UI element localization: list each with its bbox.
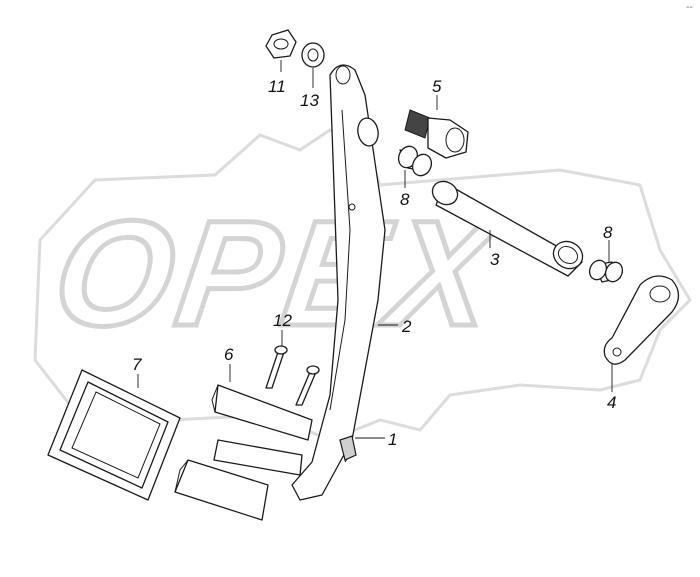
watermark-text: OPEX: [45, 190, 512, 357]
callout-5: 5: [432, 77, 442, 96]
callout-11: 11: [268, 77, 286, 96]
leader-lines: [137, 60, 613, 439]
callout-6: 6: [224, 345, 234, 364]
part-5-bolt: [404, 109, 469, 159]
callout-7: 7: [132, 355, 142, 374]
callout-8-lower: 8: [603, 223, 613, 242]
part-3-shaft: [431, 180, 584, 277]
part-1-stud: [339, 435, 357, 461]
part-12-bolts: [265, 345, 320, 406]
callout-13: 13: [300, 91, 319, 110]
part-11-nut: [265, 29, 297, 59]
part-2-pedal-arm: [291, 64, 386, 501]
corner-mark: --: [686, 2, 693, 13]
callout-labels: 11 13 5 8 3 8 4 2 1 6 12 7 --: [132, 2, 693, 449]
part-8-bushing-lower: [588, 259, 624, 283]
callout-4: 4: [607, 393, 616, 412]
callout-8-upper: 8: [400, 190, 410, 209]
callout-12: 12: [273, 311, 292, 330]
part-4-lever-plate: [603, 275, 680, 365]
part-8-bushing-upper: [397, 145, 433, 177]
callout-1: 1: [388, 430, 397, 449]
callout-3: 3: [490, 250, 500, 269]
part-7-pedal-pad: [47, 369, 181, 501]
callout-2: 2: [401, 317, 412, 336]
part-13-washer: [301, 42, 325, 68]
part-6-pedal-cover: [174, 384, 313, 521]
